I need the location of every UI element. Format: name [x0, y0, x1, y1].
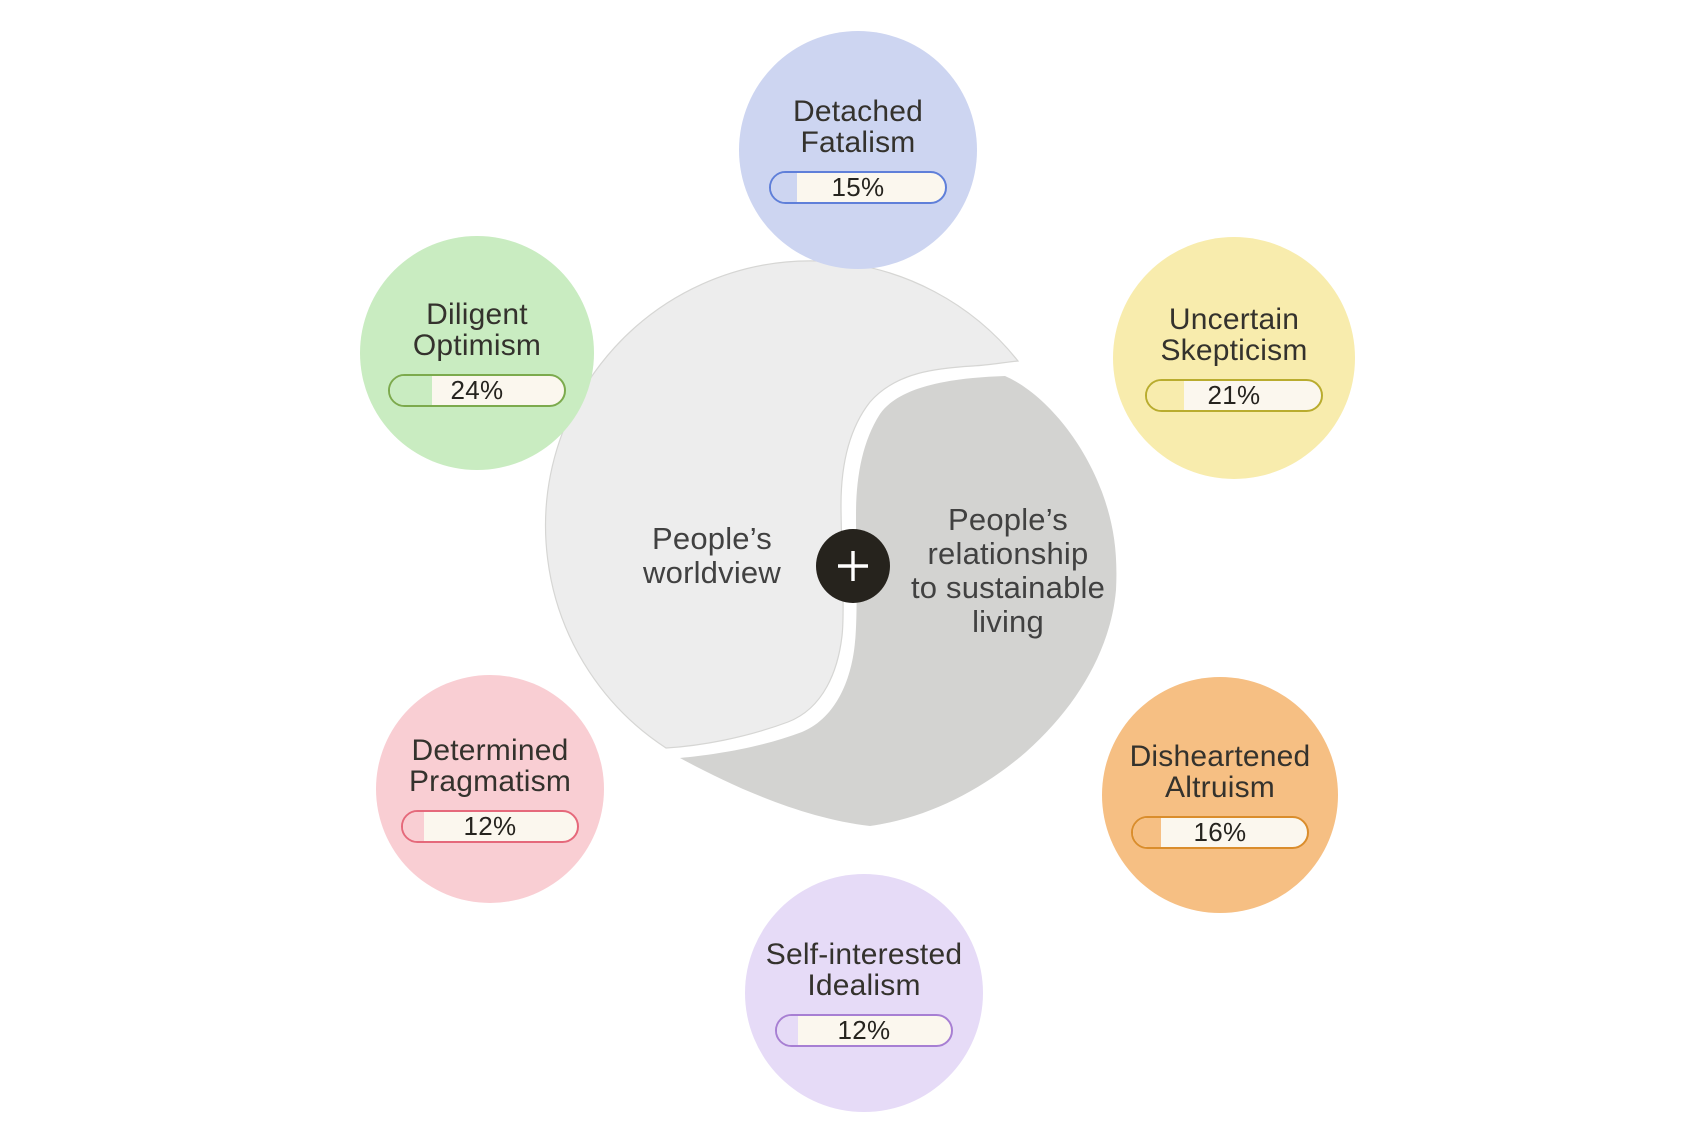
bubble-label-line1: Determined: [411, 734, 569, 767]
bubble-label: Self-interested Idealism: [766, 939, 962, 1001]
bubble-label-line1: Disheartened: [1129, 740, 1311, 773]
bubble-label-line2: Skepticism: [1160, 334, 1308, 367]
bubble-label-line2: Pragmatism: [408, 765, 572, 798]
bubble-self-interested-idealism: Self-interested Idealism 12%: [745, 874, 983, 1112]
bubble-label: Disheartened Altruism: [1130, 741, 1311, 803]
bubble-label: Diligent Optimism: [413, 299, 541, 361]
bubble-label-line1: Diligent: [426, 298, 528, 331]
percent-pill: 21%: [1145, 379, 1323, 412]
bubble-label: Determined Pragmatism: [409, 735, 571, 797]
pill-value: 12%: [837, 1015, 891, 1045]
relationship-label-line4: living: [972, 604, 1044, 639]
worldview-label: People’s worldview: [562, 522, 862, 590]
percent-pill: 12%: [401, 810, 579, 843]
relationship-lobe-shape: [680, 376, 1117, 826]
worldview-lobe-shape: [545, 260, 1020, 749]
plus-icon: [838, 551, 868, 581]
relationship-label-line1: People’s: [948, 502, 1068, 537]
pill-value: 12%: [463, 811, 517, 841]
pill-fill-bar: [771, 173, 798, 202]
percent-pill: 15%: [769, 171, 947, 204]
worldview-label-line2: worldview: [643, 555, 781, 590]
pill-value: 24%: [450, 375, 504, 405]
bubble-label-line2: Optimism: [412, 329, 542, 362]
relationship-label-line2: relationship: [927, 536, 1089, 571]
pill-fill-bar: [390, 376, 432, 405]
relationship-label-line3: to sustainable: [910, 570, 1106, 605]
bubble-detached-fatalism: Detached Fatalism 15%: [739, 31, 977, 269]
bubble-label-line1: Self-interested: [765, 938, 963, 971]
bubble-label: Detached Fatalism: [793, 96, 923, 158]
worldview-label-line1: People’s: [652, 521, 772, 556]
pill-fill-bar: [1133, 818, 1161, 847]
bubble-determined-pragmatism: Determined Pragmatism 12%: [376, 675, 604, 903]
bubble-label-line2: Idealism: [807, 969, 921, 1002]
percent-pill: 16%: [1131, 816, 1309, 849]
pill-value: 15%: [831, 172, 885, 202]
pill-fill-bar: [1147, 381, 1184, 410]
relationship-label: People’s relationship to sustainable liv…: [858, 503, 1158, 639]
bubble-diligent-optimism: Diligent Optimism 24%: [360, 236, 594, 470]
bubble-disheartened-altruism: Disheartened Altruism 16%: [1102, 677, 1338, 913]
bubble-label-line2: Fatalism: [800, 126, 916, 159]
bubble-label-line2: Altruism: [1165, 771, 1275, 804]
pill-value: 16%: [1193, 817, 1247, 847]
bubble-uncertain-skepticism: Uncertain Skepticism 21%: [1113, 237, 1355, 479]
bubble-label: Uncertain Skepticism: [1160, 304, 1307, 366]
bubble-label-line1: Uncertain: [1168, 303, 1300, 336]
pill-fill-bar: [777, 1016, 798, 1045]
pill-fill-bar: [403, 812, 424, 841]
bubble-label-line1: Detached: [792, 95, 924, 128]
percent-pill: 12%: [775, 1014, 953, 1047]
percent-pill: 24%: [388, 374, 566, 407]
pill-value: 21%: [1207, 380, 1261, 410]
plus-button[interactable]: [816, 529, 890, 603]
